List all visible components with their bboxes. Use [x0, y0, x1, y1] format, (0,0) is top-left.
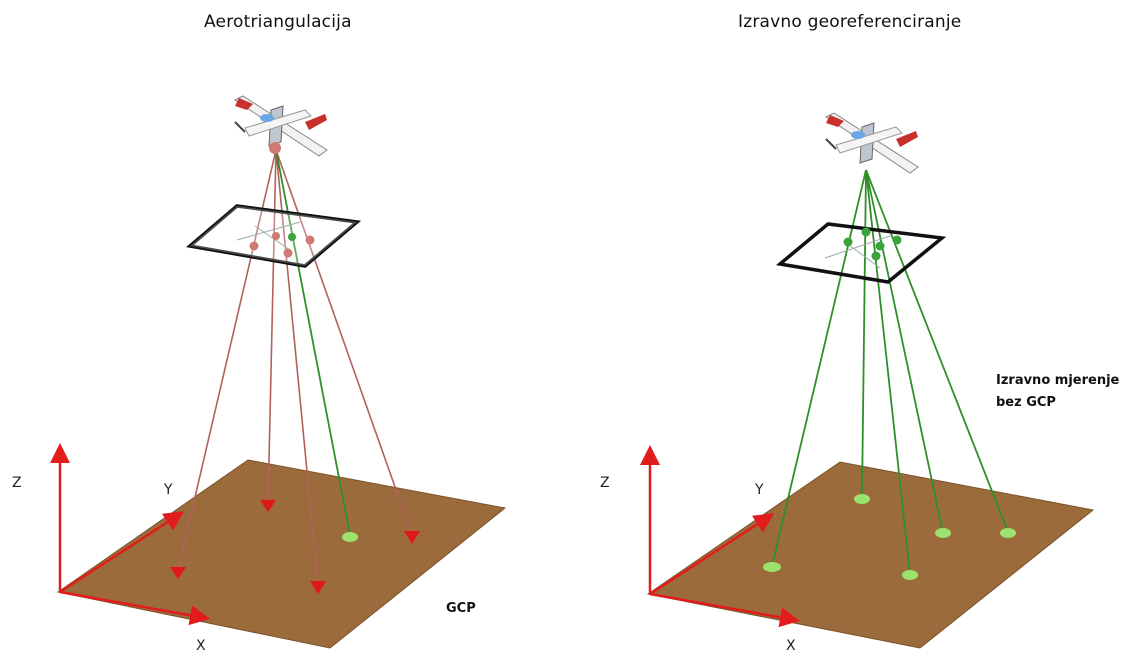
direct-measurement-note: Izravno mjerenje bez GCP [996, 370, 1119, 414]
marker-triangle [404, 531, 420, 544]
photo-frame-left [186, 204, 362, 268]
marker-triangle [170, 567, 186, 579]
panel-title-left: Aerotriangulacija [204, 12, 352, 32]
axis-label-z-right: Z [600, 475, 610, 491]
note-line-2: bez GCP [996, 395, 1056, 410]
airplane-icon [234, 95, 328, 157]
axis-label-x-left: X [196, 638, 206, 653]
ground-point-marker [935, 528, 951, 538]
gcp-label: GCP [446, 601, 476, 616]
ground-point-marker [763, 562, 781, 572]
ground-point-marker [854, 494, 870, 504]
right-panel: Z Y X [600, 112, 1095, 654]
note-line-1: Izravno mjerenje [996, 373, 1120, 388]
x-axis-right [649, 592, 800, 628]
y-axis-right [649, 513, 775, 596]
image-frame-icon [775, 222, 947, 284]
axis-label-z-left: Z [12, 475, 22, 491]
axis-label-y-right: Y [754, 482, 764, 498]
ground-plane-right [646, 461, 1095, 649]
photo-frame-right [775, 222, 947, 284]
panel-title-right: Izravno georeferenciranje [738, 12, 962, 32]
ground-plane-left [56, 459, 507, 649]
airplane-icon [825, 112, 919, 174]
axis-label-x-right: X [786, 638, 796, 653]
axes-left [50, 443, 210, 626]
axes-right [640, 445, 800, 628]
markers-green-right [763, 494, 1016, 580]
ground-point-marker [902, 570, 918, 580]
axis-label-y-left: Y [163, 482, 173, 498]
y-axis-left [59, 511, 185, 594]
x-axis-left [59, 590, 210, 626]
ground-point-marker [1000, 528, 1016, 538]
gcp-marker [342, 532, 358, 542]
left-panel: Z Y X [12, 95, 507, 654]
marker-triangle [310, 581, 326, 594]
markers-red-left [170, 500, 420, 594]
marker-triangle [260, 500, 276, 512]
